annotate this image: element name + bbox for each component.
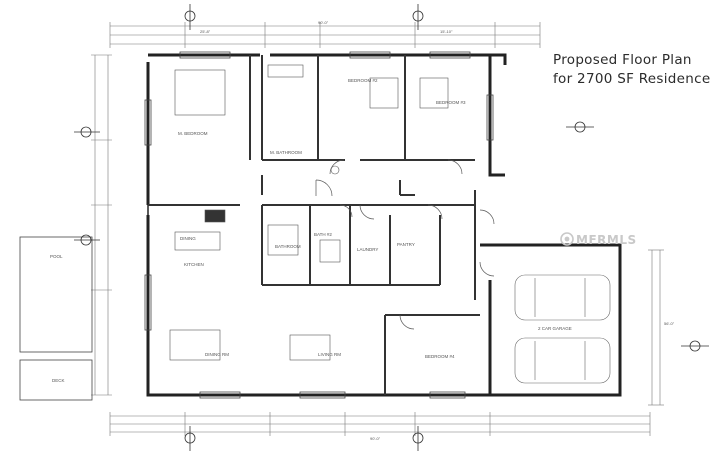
exterior-walls xyxy=(146,53,622,397)
fixtures xyxy=(169,64,449,361)
windows xyxy=(144,51,494,399)
interior-walls xyxy=(148,55,480,395)
room-label-dining: DINING xyxy=(180,236,196,241)
plan-title-line-1: Proposed Floor Plan xyxy=(553,52,692,68)
room-label-garage: 2 CAR GARAGE xyxy=(538,326,572,331)
right-dimension-lines xyxy=(648,249,664,406)
left-dimension-lines xyxy=(91,54,112,396)
room-label-dining-rm: DINING RM xyxy=(205,352,229,357)
garage-cars xyxy=(514,274,611,384)
top-dimension-lines xyxy=(109,22,541,48)
room-label-bathroom: M. BATHROOM xyxy=(270,150,302,155)
room-label-bedroom-2: BEDROOM #2 xyxy=(348,78,378,83)
dim-bottom-overall: 90'-0" xyxy=(370,436,381,441)
plan-title: Proposed Floor Plan for 2700 SF Residenc… xyxy=(553,51,710,89)
room-label-living-rm: LIVING RM xyxy=(318,352,341,357)
room-label-pantry: PANTRY xyxy=(397,242,415,247)
room-label-bedroom-3: BEDROOM #3 xyxy=(436,100,466,105)
dim-top-right: 15'-10" xyxy=(440,29,453,34)
watermark-text: MFRMLS xyxy=(576,233,637,247)
room-label-bath-2: BATH #2 xyxy=(314,232,332,237)
dim-top-overall: 90'-0" xyxy=(318,20,329,25)
dimension-texts: 90'-0" 25'-8" 15'-10" 90'-0" 56'-0" xyxy=(200,20,675,441)
room-label-pool: POOL xyxy=(50,254,63,259)
door-swings xyxy=(315,159,495,330)
dim-right-overall: 56'-0" xyxy=(664,321,675,326)
room-label-laundry: LAUNDRY xyxy=(357,247,378,252)
bottom-dimension-lines xyxy=(109,412,651,436)
plan-title-line-2: for 2700 SF Residence xyxy=(553,71,711,87)
room-labels: M. BEDROOM M. BATHROOM BEDROOM #2 BEDROO… xyxy=(50,78,572,383)
dim-top-left: 25'-8" xyxy=(200,29,211,34)
room-label-bedroom-4: BEDROOM #4 xyxy=(425,354,455,359)
room-label-bath-3: BATHROOM xyxy=(275,244,301,249)
section-markers xyxy=(74,4,709,451)
room-label-deck: DECK xyxy=(52,378,65,383)
room-label-master-bedroom: M. BEDROOM xyxy=(178,131,208,136)
room-label-kitchen: KITCHEN xyxy=(184,262,204,267)
pool-outline xyxy=(19,236,93,401)
mfrmls-logo-icon xyxy=(560,232,574,246)
